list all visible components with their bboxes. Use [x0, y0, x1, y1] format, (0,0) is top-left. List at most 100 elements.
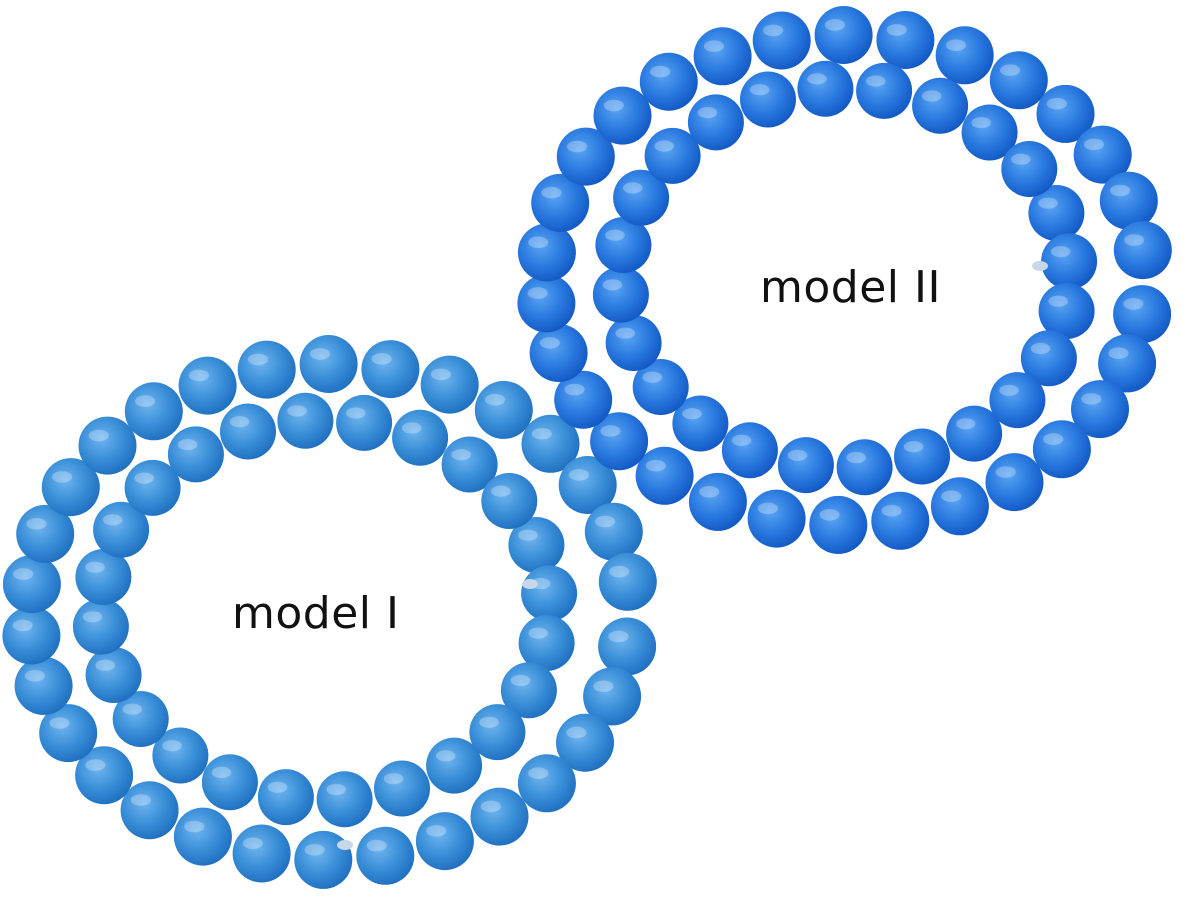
bead-highlight: [211, 766, 232, 779]
bead-highlight: [903, 441, 924, 453]
bead-highlight: [528, 767, 549, 779]
bead: [912, 77, 969, 134]
bead-highlight: [650, 65, 671, 78]
bead: [173, 807, 232, 866]
bead: [583, 667, 642, 726]
bead: [521, 565, 578, 622]
bead: [644, 127, 701, 184]
bead-highlight: [819, 509, 840, 521]
bead: [508, 517, 565, 573]
bead: [1041, 233, 1098, 290]
bead: [517, 754, 576, 813]
bead: [336, 394, 393, 451]
bead: [946, 405, 1003, 462]
bead: [1098, 334, 1157, 393]
bead-highlight: [1038, 197, 1058, 209]
bead-highlight: [807, 73, 827, 85]
bead-highlight: [682, 408, 702, 420]
bead: [632, 359, 689, 415]
bead-highlight: [731, 434, 752, 446]
bead-highlight: [762, 24, 784, 37]
bead-highlight: [26, 518, 47, 530]
bead-highlight: [309, 348, 330, 360]
bead-highlight: [699, 486, 720, 498]
bead: [481, 473, 538, 529]
bead: [1099, 171, 1158, 230]
thread-knot: [1032, 261, 1048, 271]
bead-highlight: [865, 75, 886, 87]
bead: [836, 439, 893, 496]
bead: [93, 501, 150, 558]
bead-highlight: [602, 279, 623, 291]
bead-highlight: [135, 395, 156, 407]
bead: [78, 416, 137, 475]
bead: [556, 127, 615, 186]
bead-highlight: [886, 24, 907, 36]
bead: [1032, 420, 1091, 479]
bead: [237, 340, 296, 399]
bead: [961, 104, 1018, 161]
bead: [598, 617, 657, 676]
bead: [420, 355, 479, 414]
bead: [299, 335, 358, 393]
bead-highlight: [999, 384, 1019, 396]
bead-highlight: [539, 337, 561, 349]
bead: [152, 727, 209, 784]
bead-highlight: [122, 703, 143, 715]
bead: [167, 426, 224, 483]
bead-highlight: [287, 405, 307, 417]
model-1-necklace: [2, 335, 657, 889]
bead-highlight: [593, 680, 614, 693]
bead-highlight: [1124, 234, 1145, 246]
bead-highlight: [162, 740, 182, 752]
bead-highlight: [401, 422, 422, 434]
bead-highlight: [564, 383, 585, 396]
bead: [39, 704, 98, 763]
bead-highlight: [787, 449, 808, 461]
bead: [747, 489, 806, 548]
bead: [752, 11, 811, 70]
bead: [426, 737, 483, 794]
bead-highlight: [430, 368, 452, 381]
bead: [985, 453, 1044, 512]
bead-highlight: [645, 459, 667, 472]
bead: [809, 495, 868, 554]
bead-highlight: [881, 504, 902, 517]
bead: [598, 552, 657, 611]
bead: [592, 266, 649, 323]
bead-highlight: [1110, 184, 1131, 197]
bead-highlight: [435, 750, 456, 762]
bead: [613, 169, 670, 226]
bead: [120, 781, 179, 840]
bead-highlight: [88, 429, 109, 442]
bead-highlight: [229, 416, 250, 428]
bead-highlight: [366, 839, 387, 852]
bead: [72, 598, 129, 655]
bead: [361, 340, 420, 399]
bead: [556, 713, 614, 772]
bead: [178, 356, 237, 415]
bead: [693, 27, 752, 86]
bead: [635, 446, 694, 505]
bead: [75, 746, 134, 805]
bead-highlight: [95, 659, 115, 671]
bead-highlight: [608, 630, 629, 643]
bead: [517, 223, 576, 282]
bead: [989, 51, 1048, 110]
bead: [2, 555, 61, 614]
bead-highlight: [102, 514, 123, 526]
bead: [374, 760, 430, 817]
bead: [1113, 221, 1172, 280]
bead: [75, 549, 132, 605]
bead: [392, 409, 449, 466]
bead: [876, 11, 935, 69]
bead-highlight: [955, 418, 976, 430]
bead-highlight: [541, 186, 562, 199]
bead: [518, 615, 575, 671]
bead-highlight: [451, 449, 472, 461]
bead: [124, 382, 183, 441]
bead: [558, 456, 617, 514]
bead-highlight: [697, 107, 718, 119]
bead: [687, 94, 744, 151]
